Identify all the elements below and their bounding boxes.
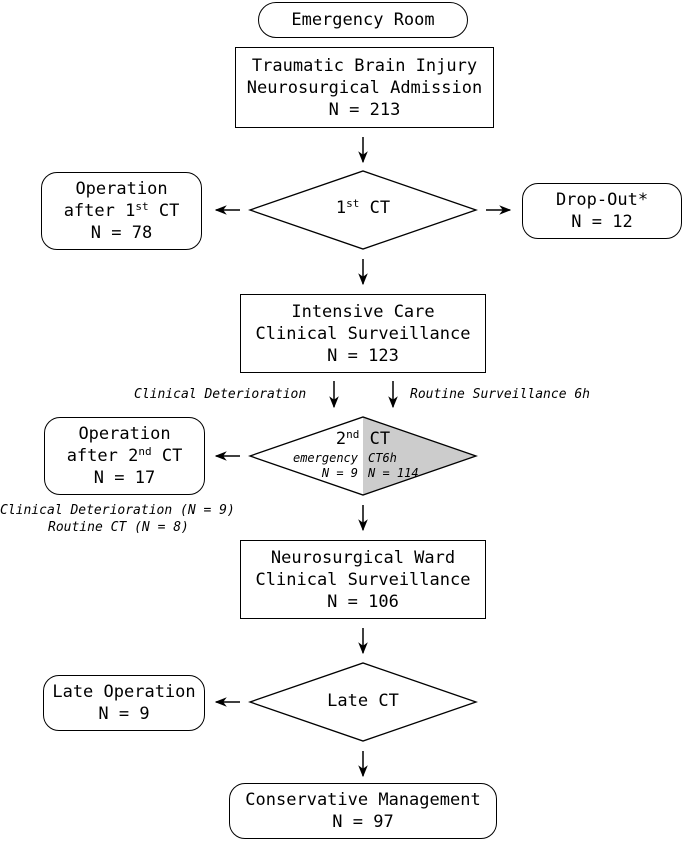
- late-operation-node: Late Operation N = 9: [43, 675, 205, 731]
- second-ct-label: 2nd CT: [335, 428, 391, 449]
- second-ct-emergency-text: emergency N = 9: [292, 451, 358, 480]
- op1-line1: Operation: [75, 179, 168, 199]
- admission-line2: Neurosurgical Admission: [246, 77, 483, 98]
- late-op-count: N = 9: [98, 704, 150, 724]
- first-ct-label: 1st CT: [335, 197, 391, 218]
- icu-line2: Clinical Surveillance: [255, 323, 471, 344]
- op2-line1: Operation: [78, 424, 171, 444]
- op2-note-line1: Clinical Deterioration (N = 9): [0, 503, 235, 518]
- dropout-label: Drop-Out*: [555, 190, 649, 210]
- routine-surveillance-label: Routine Surveillance 6h: [410, 387, 591, 402]
- clinical-deterioration-label: Clinical Deterioration: [134, 387, 307, 402]
- conservative-management-node: Conservative Management N = 97: [229, 783, 497, 839]
- admission-line1: Traumatic Brain Injury: [251, 55, 478, 76]
- emergency-room-node: Emergency Room: [258, 2, 468, 38]
- second-ct-diamond: [248, 416, 478, 496]
- late-op-label: Late Operation: [52, 682, 196, 702]
- operation-after-first-ct-node: Operation after 1st CT N = 78: [41, 172, 202, 250]
- op2-count: N = 17: [93, 468, 156, 488]
- second-ct-ct6h-text: CT6h N = 114: [368, 451, 419, 480]
- ward-count: N = 106: [327, 591, 399, 612]
- op1-count: N = 78: [90, 223, 153, 243]
- conservative-label: Conservative Management: [245, 790, 481, 810]
- admission-count: N = 213: [328, 99, 401, 120]
- dropout-count: N = 12: [571, 212, 633, 232]
- first-ct-diamond: [248, 170, 478, 250]
- icu-count: N = 123: [327, 345, 399, 366]
- admission-node: Traumatic Brain Injury Neurosurgical Adm…: [235, 47, 494, 128]
- intensive-care-node: Intensive Care Clinical Surveillance N =…: [240, 294, 486, 373]
- neurosurgical-ward-node: Neurosurgical Ward Clinical Surveillance…: [240, 540, 486, 619]
- icu-line1: Intensive Care: [291, 301, 435, 322]
- op2-note-line2: Routine CT (N = 8): [48, 520, 189, 535]
- emergency-room-label: Emergency Room: [291, 10, 435, 30]
- conservative-count: N = 97: [332, 812, 394, 832]
- late-ct-label: Late CT: [327, 691, 399, 711]
- second-ct-diamond-right-shade: [363, 417, 476, 495]
- dropout-node: Drop-Out* N = 12: [522, 183, 682, 239]
- ward-line1: Neurosurgical Ward: [270, 547, 456, 568]
- op1-line2: after 1st CT: [63, 200, 180, 221]
- late-ct-diamond: [248, 662, 478, 742]
- ward-line2: Clinical Surveillance: [255, 569, 471, 590]
- operation-after-second-ct-node: Operation after 2nd CT N = 17: [44, 417, 205, 495]
- op2-line2: after 2nd CT: [66, 445, 183, 466]
